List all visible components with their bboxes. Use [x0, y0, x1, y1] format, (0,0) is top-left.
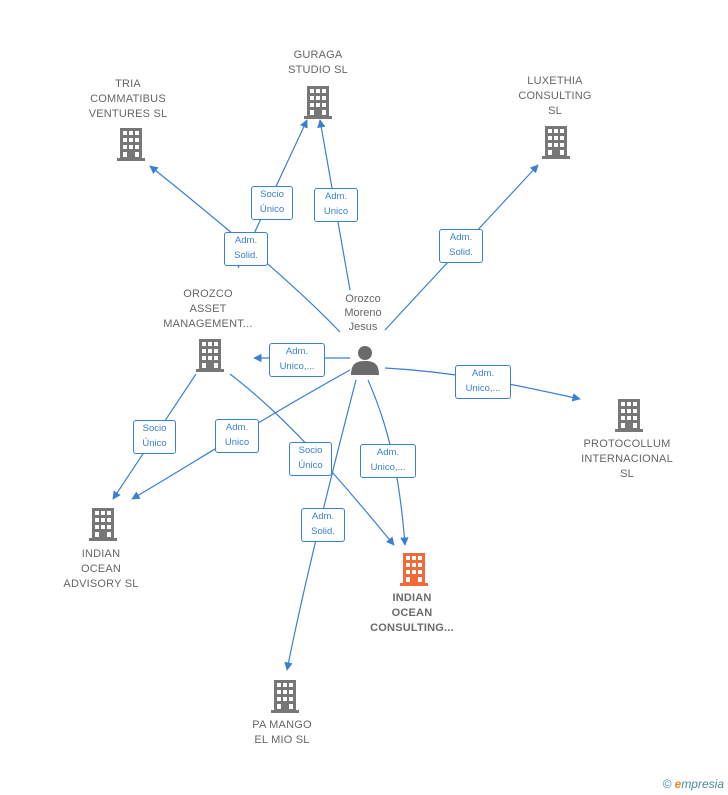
luxethia-building-icon[interactable] — [542, 126, 570, 159]
edge-label-socio-unico-guraga[interactable]: Socio Único — [251, 186, 293, 220]
copyright-symbol: © — [662, 777, 672, 791]
company-label-orozco-asset[interactable]: OROZCO ASSET MANAGEMENT... — [163, 288, 253, 330]
edge-label-adm-unico-orozco[interactable]: Adm. Unico,... — [269, 343, 325, 377]
brand-logo-letter: e — [674, 777, 682, 791]
edge-label-adm-solid-pamango[interactable]: Adm. Solid. — [301, 508, 345, 542]
indian-advisory-building-icon[interactable] — [89, 508, 117, 541]
brand-name: mpresia — [681, 777, 724, 791]
edge-label-adm-solid-luxethia[interactable]: Adm. Solid. — [439, 229, 483, 263]
edge-label-adm-unico-consulting[interactable]: Adm. Unico,... — [360, 444, 416, 478]
company-label-protocollum[interactable]: PROTOCOLLUM INTERNACIONAL SL — [581, 438, 673, 480]
edge-label-adm-unico-protocollum[interactable]: Adm. Unico,... — [455, 365, 511, 399]
edge-label-adm-unico-advisory[interactable]: Adm. Unico — [215, 419, 259, 453]
company-label-luxethia[interactable]: LUXETHIA CONSULTING SL — [518, 75, 592, 117]
pa-mango-building-icon[interactable] — [271, 680, 299, 713]
tria-building-icon[interactable] — [117, 128, 145, 161]
edge-label-socio-unico-consulting[interactable]: Socio Único — [289, 442, 332, 476]
edge-label-adm-solid-tria[interactable]: Adm. Solid. — [224, 232, 268, 266]
edge-label-adm-unico-guraga[interactable]: Adm. Unico — [314, 188, 358, 222]
person-name[interactable]: Orozco Moreno Jesus — [344, 293, 382, 333]
guraga-building-icon[interactable] — [304, 86, 332, 119]
orozco-asset-building-icon[interactable] — [196, 339, 224, 372]
company-label-indian-consulting[interactable]: INDIAN OCEAN CONSULTING... — [370, 592, 454, 634]
edge-label-socio-unico-advisory[interactable]: Socio Único — [133, 420, 176, 454]
person-icon[interactable] — [351, 346, 379, 375]
company-label-tria[interactable]: TRIA COMMATIBUS VENTURES SL — [88, 78, 168, 120]
company-label-guraga[interactable]: GURAGA STUDIO SL — [288, 49, 348, 76]
company-label-indian-advisory[interactable]: INDIAN OCEAN ADVISORY SL — [63, 548, 139, 590]
brand-watermark: © empresia — [662, 777, 724, 791]
company-label-pa-mango[interactable]: PA MANGO EL MIO SL — [252, 719, 312, 746]
protocollum-building-icon[interactable] — [615, 399, 643, 432]
indian-consulting-building-icon[interactable] — [400, 553, 428, 586]
